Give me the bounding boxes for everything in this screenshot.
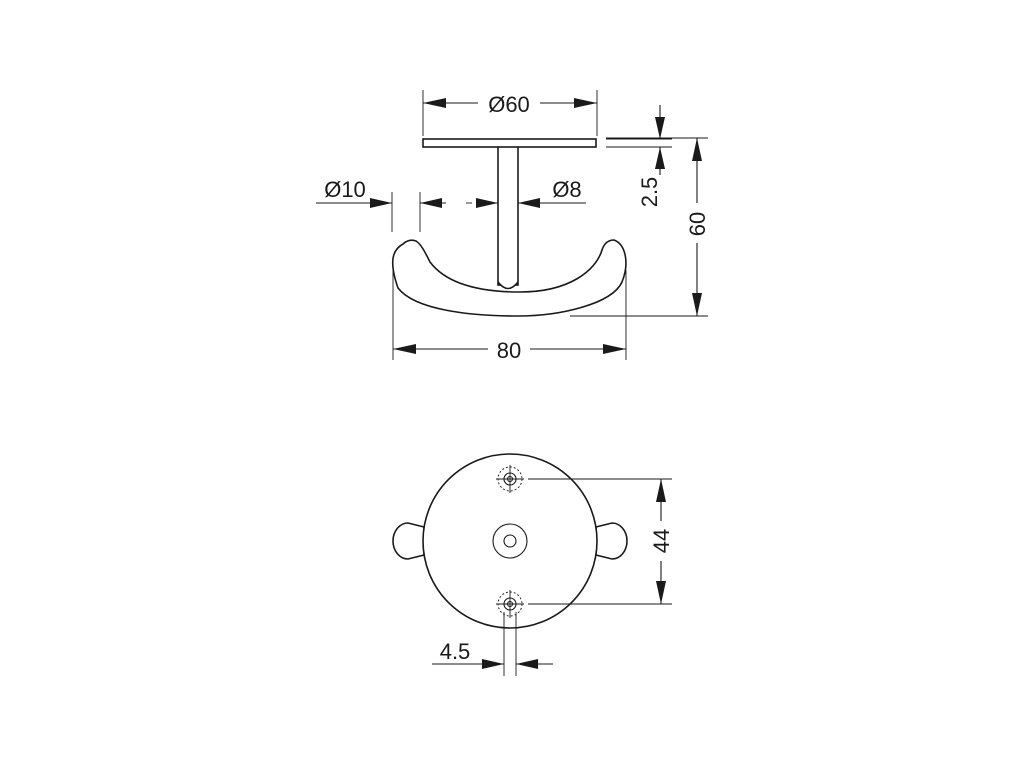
stem-inner: [503, 534, 517, 548]
hook-end-right: [595, 522, 628, 560]
dim-tip-and-stem-diameter: Ø10 Ø8: [316, 177, 586, 232]
hook-body: [391, 239, 627, 317]
hook-end-left: [392, 522, 425, 560]
stem-outer: [492, 523, 528, 559]
screw-hole-top: [496, 465, 524, 493]
tip-diameter-label: Ø10: [324, 177, 366, 202]
stem-bottom: [497, 281, 519, 290]
plate-diameter-label: Ø60: [488, 92, 530, 117]
total-width-label: 80: [497, 338, 521, 363]
mounting-plate: [422, 138, 597, 148]
stem: [497, 144, 519, 286]
hole-offset-label: 4.5: [440, 639, 471, 664]
screw-hole-bottom: [496, 590, 524, 618]
base-plate: [422, 453, 598, 629]
stem-diameter-label: Ø8: [552, 177, 581, 202]
side-view: [391, 138, 627, 317]
total-height-label: 60: [685, 212, 710, 236]
top-view: [392, 453, 628, 629]
dim-plate-diameter: Ø60: [422, 88, 598, 136]
dim-plate-thickness: 2.5: [606, 105, 672, 207]
dim-total-height: 60: [570, 137, 710, 317]
dim-total-width: 80: [392, 270, 627, 363]
hole-spacing-label: 44: [649, 529, 674, 553]
dim-hole-spacing: 44: [528, 478, 674, 605]
plate-thickness-label: 2.5: [637, 177, 662, 208]
dim-hole-offset: 4.5: [432, 612, 553, 676]
